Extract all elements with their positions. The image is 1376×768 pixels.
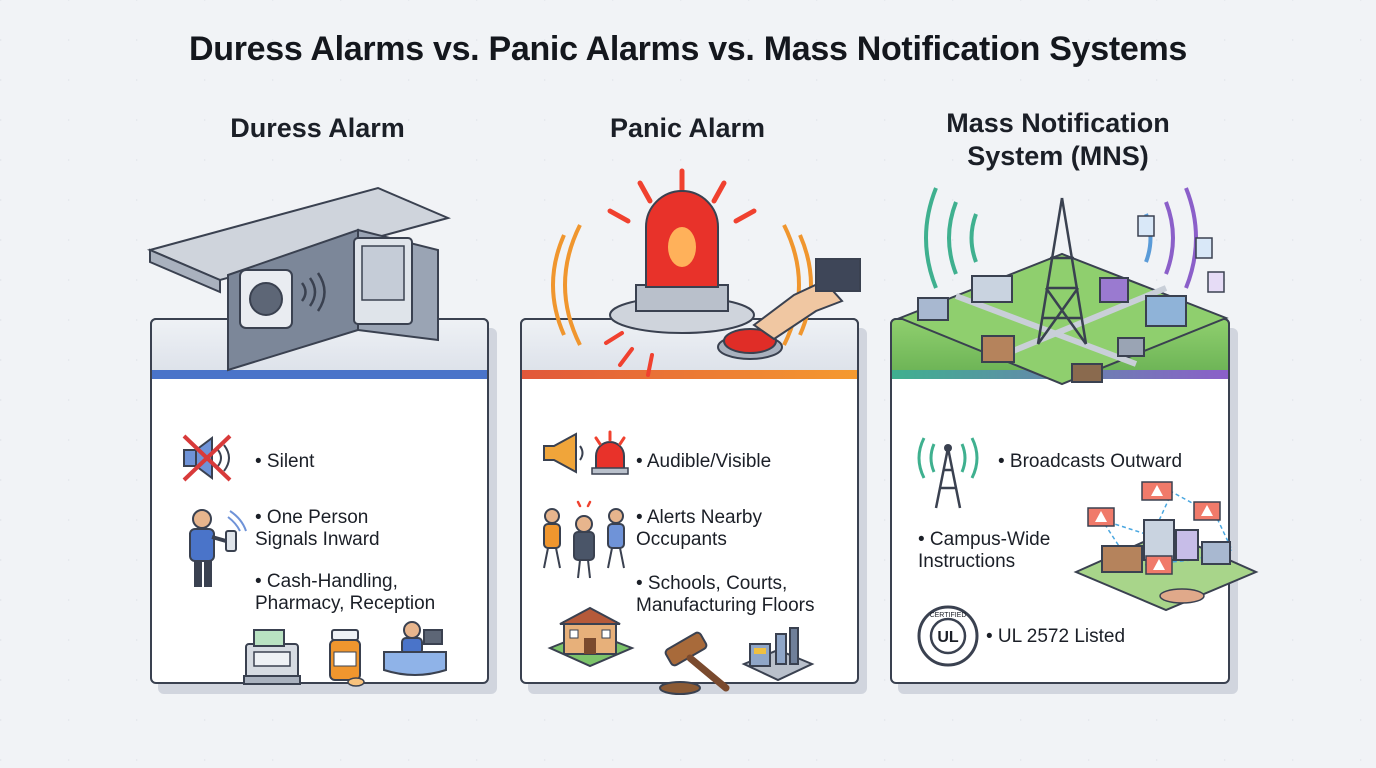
- mns-bullet-ul: • UL 2572 Listed: [986, 626, 1126, 647]
- panic-column-title: Panic Alarm: [609, 113, 766, 143]
- mns-bullet-campus: • Campus-Wide Instructions: [918, 529, 1051, 572]
- duress-bullet-silent: • Silent: [255, 451, 315, 472]
- duress-alarm-card: [150, 318, 489, 684]
- school-building-icon: [547, 606, 635, 668]
- alerted-people-icon: [543, 500, 625, 579]
- muted-speaker-icon: [182, 434, 232, 482]
- duress-bullet-one-person: • One Person Signals Inward: [255, 507, 380, 550]
- mns-bullet-broadcasts: • Broadcasts Outward: [998, 451, 1183, 472]
- cash-register-icon: [243, 629, 301, 685]
- page-title: Duress Alarms vs. Panic Alarms vs. Mass …: [188, 30, 1188, 68]
- panic-beacon-illustration: [551, 168, 861, 377]
- gavel-icon: [659, 631, 730, 695]
- panic-bullet-audible: • Audible/Visible: [636, 451, 772, 472]
- megaphone-beacon-icon: [543, 430, 629, 475]
- campus-map-icon: [1073, 481, 1259, 612]
- panic-bullet-alerts: • Alerts Nearby Occupants: [636, 507, 762, 550]
- duress-column-title: Duress Alarm: [230, 113, 405, 143]
- ul-certified-seal-icon: UL CERTIFIED: [917, 605, 979, 667]
- ul-seal-ring-text: CERTIFIED: [930, 612, 967, 619]
- duress-accent-bar: [152, 370, 487, 379]
- broadcast-tower-icon: [917, 437, 979, 509]
- mns-column-title: Mass Notification System (MNS): [946, 108, 1170, 171]
- ul-seal-mark: UL: [937, 629, 959, 646]
- duress-booth-illustration: [146, 186, 452, 372]
- factory-icon: [741, 627, 815, 682]
- duress-bullet-locations: • Cash-Handling, Pharmacy, Reception: [255, 571, 436, 614]
- mns-tower-campus-illustration: [897, 187, 1229, 386]
- pill-bottle-icon: [329, 629, 365, 687]
- reception-desk-icon: [383, 621, 447, 676]
- person-pressing-button-icon: [189, 509, 247, 587]
- panic-bullet-locations: • Schools, Courts, Manufacturing Floors: [636, 573, 815, 616]
- panic-accent-bar: [522, 370, 857, 379]
